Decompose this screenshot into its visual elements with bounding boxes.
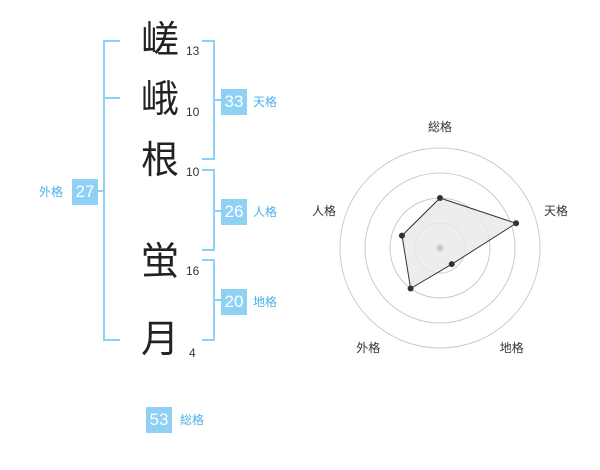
radar-point-1 [437, 195, 443, 201]
radar-axis-label: 総格 [428, 120, 453, 134]
jinkaku-value: 26 [221, 199, 247, 225]
radar-point-3 [448, 261, 455, 268]
radar-point-2 [513, 220, 520, 227]
radar-area [401, 197, 518, 290]
radar-ring [364, 172, 516, 324]
radar-point-5 [398, 232, 405, 239]
radar-point-4 [407, 285, 414, 292]
stroke-count-1: 13 [186, 44, 200, 58]
jinkaku-label: 人格 [253, 205, 278, 219]
radar-center [436, 244, 444, 252]
radar-axis-label: 外格 [356, 340, 381, 355]
stroke-count-5: 4 [189, 346, 196, 360]
soukaku-label: 総格 [180, 413, 205, 427]
radar-axis-label: 天格 [544, 204, 569, 219]
gaikaku-label: 外格 [39, 185, 64, 199]
tenkaku-label: 天格 [253, 95, 278, 109]
name-char-5: 月 [140, 317, 179, 361]
name-char-2: 峨 [140, 77, 179, 121]
radar-axis-label: 人格 [311, 204, 336, 219]
stroke-count-3: 10 [186, 165, 200, 179]
chikaku-label: 地格 [253, 295, 278, 309]
radar-axis-label: 地格 [499, 340, 524, 355]
radar-ring [339, 147, 541, 349]
soukaku-value: 53 [146, 407, 172, 433]
name-char-1: 嵯 [140, 18, 179, 62]
stroke-count-4: 16 [186, 264, 200, 278]
stroke-count-2: 10 [186, 105, 200, 119]
name-char-3: 根 [140, 138, 179, 182]
name-char-4: 蛍 [140, 239, 179, 283]
gaikaku-value: 27 [72, 179, 98, 205]
chikaku-value: 20 [221, 289, 247, 315]
tenkaku-value: 33 [221, 89, 247, 115]
